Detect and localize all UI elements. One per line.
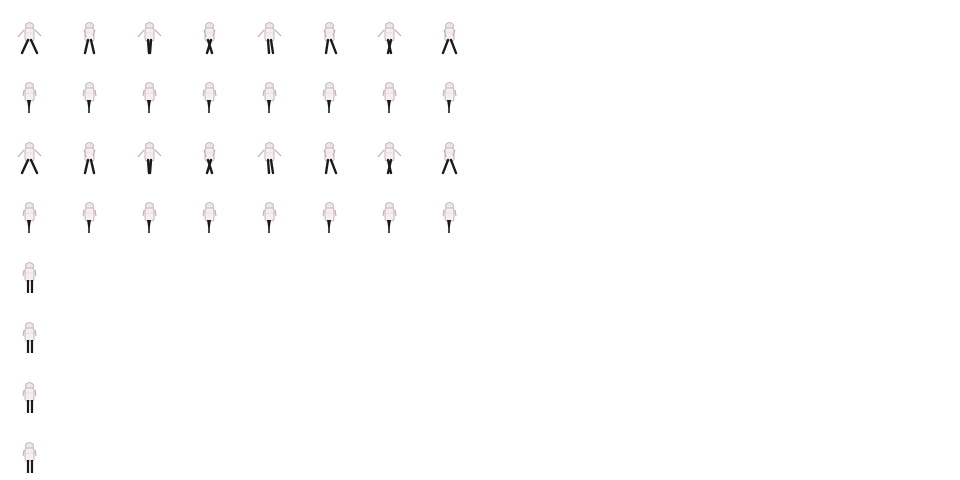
sprite-frame-idle <box>360 60 420 120</box>
sprite-frame-walk <box>0 0 60 60</box>
sprite-frame-idle <box>300 180 360 240</box>
sprite-frame-idle <box>360 180 420 240</box>
sprite-frame-walk <box>60 120 120 180</box>
sprite-frame-idle <box>420 60 480 120</box>
sprite-frame-walk <box>360 0 420 60</box>
sprite-frame-walk <box>60 0 120 60</box>
sprite-frame-walk <box>0 120 60 180</box>
sprite-frame-walk <box>180 0 240 60</box>
sprite-frame-stand <box>0 240 60 300</box>
sprite-frame-walk <box>420 0 480 60</box>
sprite-frame-idle <box>180 60 240 120</box>
sprite-frame-idle <box>300 60 360 120</box>
sprite-frame-walk <box>420 120 480 180</box>
sprite-frame-walk <box>240 0 300 60</box>
sprite-frame-idle <box>0 180 60 240</box>
sprite-frame-stand <box>0 300 60 360</box>
sprite-frame-idle <box>240 180 300 240</box>
sprite-frame-walk <box>180 120 240 180</box>
sprite-frame-walk <box>300 0 360 60</box>
sprite-frame-walk <box>360 120 420 180</box>
sprite-frame-idle <box>420 180 480 240</box>
sprite-frame-idle <box>240 60 300 120</box>
sprite-frame-walk <box>240 120 300 180</box>
sprite-frame-idle <box>0 60 60 120</box>
sprite-frame-stand <box>0 360 60 420</box>
sprite-frame-idle <box>60 180 120 240</box>
sprite-frame-walk <box>300 120 360 180</box>
sprite-frame-idle <box>180 180 240 240</box>
sprite-frame-walk <box>120 0 180 60</box>
sprite-frame-idle <box>60 60 120 120</box>
sprite-frame-idle <box>120 180 180 240</box>
sprite-frame-idle <box>120 60 180 120</box>
sprite-frame-stand <box>0 420 60 480</box>
sprite-frame-walk <box>120 120 180 180</box>
